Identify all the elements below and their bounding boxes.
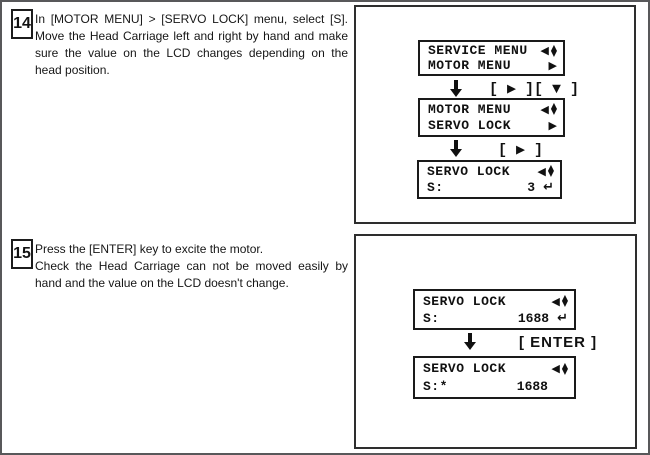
updown-arrow-icon: ▲ ▼: [561, 360, 568, 376]
lcd-text: SERVO LOCK: [423, 361, 507, 377]
down-arrow-icon: [450, 80, 462, 97]
down-arrow-icon: ▼: [550, 48, 557, 58]
lcd-text: SERVO LOCK: [423, 293, 507, 309]
lcd-screen-motor-menu: MOTOR MENU ◀ ▲ ▼ SERVO LOCK ▶: [418, 98, 565, 137]
lcd-row: SERVO LOCK ◀ ▲ ▼: [423, 293, 568, 309]
updown-arrow-icon: ▲ ▼: [550, 42, 557, 58]
lcd-row: S: 3 ↵: [427, 180, 554, 196]
right-arrow-icon: ▶: [548, 59, 557, 72]
lcd-text: SERVO LOCK: [428, 118, 512, 134]
up-arrow-icon: ▲: [550, 101, 557, 111]
lcd-screen-servo-lock-value: SERVO LOCK ◀ ▲ ▼ S: 3 ↵: [417, 160, 562, 199]
lcd-value: 1688: [516, 378, 548, 394]
lcd-value-label: S:: [423, 310, 440, 326]
key-hint-right-down: [ ▶ ][ ▼ ]: [489, 81, 580, 98]
step-15-figure-panel: [354, 234, 637, 449]
down-arrow-icon: [450, 140, 462, 157]
step-15-instructions: Press the [ENTER] key to excite the moto…: [35, 241, 348, 292]
left-updown-arrows-icon: ◀ ▲ ▼: [551, 360, 568, 376]
lcd-row: MOTOR MENU ◀ ▲ ▼: [428, 101, 557, 117]
step-14-number: 14: [11, 9, 33, 39]
down-arrow-icon: ▼: [561, 366, 568, 376]
left-updown-arrows-icon: ◀ ▲ ▼: [537, 163, 554, 179]
down-arrow-icon: [464, 333, 476, 350]
step-15-number: 15: [11, 239, 33, 269]
lcd-screen-service-menu: SERVICE MENU ◀ ▲ ▼ MOTOR MENU ▶: [418, 40, 565, 76]
lcd-screen-servo-lock-1688: SERVO LOCK ◀ ▲ ▼ S: 1688 ↵: [413, 289, 576, 330]
text-line: In [MOTOR MENU] > [SERVO LOCK] menu, sel…: [35, 12, 348, 26]
left-arrow-icon: ◀: [540, 102, 549, 116]
down-arrow-icon: ▼: [547, 169, 554, 179]
updown-arrow-icon: ▲ ▼: [561, 293, 568, 308]
right-arrow-icon: ▶: [548, 119, 557, 133]
text-line: sure the value on the LCD changes depend…: [35, 46, 348, 60]
left-arrow-icon: ◀: [540, 44, 549, 57]
left-updown-arrows-icon: ◀ ▲ ▼: [551, 293, 568, 308]
updown-arrow-icon: ▲ ▼: [550, 101, 557, 117]
down-arrow-icon: ▼: [550, 107, 557, 117]
text-line: head position.: [35, 63, 110, 77]
lcd-row: SERVICE MENU ◀ ▲ ▼: [428, 43, 557, 58]
left-arrow-icon: ◀: [551, 362, 560, 376]
left-arrow-icon: ◀: [537, 164, 546, 178]
lcd-text: MOTOR MENU: [428, 101, 512, 117]
lcd-row: SERVO LOCK ◀ ▲ ▼: [423, 361, 568, 377]
key-hint-right: [ ▶ ]: [498, 142, 544, 159]
lcd-text: SERVICE MENU: [428, 43, 528, 58]
enter-key-icon: ↵: [557, 310, 568, 326]
lcd-row: S: 1688 ↵: [423, 310, 568, 326]
lcd-row: SERVO LOCK ◀ ▲ ▼: [427, 163, 554, 179]
text-line: Press the [ENTER] key to excite the moto…: [35, 242, 264, 256]
updown-arrow-icon: ▲ ▼: [547, 163, 554, 179]
lcd-value-label: S:: [427, 180, 444, 196]
down-arrow-icon: ▼: [561, 299, 568, 308]
lcd-row: SERVO LOCK ▶: [428, 118, 557, 134]
lcd-row: MOTOR MENU ▶: [428, 58, 557, 73]
up-arrow-icon: ▲: [550, 42, 557, 52]
left-updown-arrows-icon: ◀ ▲ ▼: [540, 42, 557, 58]
lcd-value: 3: [527, 180, 536, 196]
left-updown-arrows-icon: ◀ ▲ ▼: [540, 101, 557, 117]
lcd-text: MOTOR MENU: [428, 58, 512, 73]
step-14-instructions: In [MOTOR MENU] > [SERVO LOCK] menu, sel…: [35, 11, 348, 79]
text-line: hand and the value on the LCD doesn't ch…: [35, 276, 289, 290]
lcd-value-label: S:*: [423, 378, 448, 394]
key-hint-enter: [ ENTER ]: [519, 334, 598, 351]
text-line: Move the Head Carriage left and right by…: [35, 29, 348, 43]
lcd-screen-servo-lock-excited: SERVO LOCK ◀ ▲ ▼ S:* 1688: [413, 356, 576, 399]
enter-key-icon: ↵: [543, 180, 554, 196]
lcd-value: 1688: [517, 310, 550, 326]
up-arrow-icon: ▲: [547, 163, 554, 173]
up-arrow-icon: ▲: [561, 293, 568, 302]
lcd-row: S:* 1688: [423, 378, 568, 394]
text-line: Check the Head Carriage can not be moved…: [35, 259, 348, 273]
left-arrow-icon: ◀: [551, 294, 560, 308]
up-arrow-icon: ▲: [561, 360, 568, 370]
lcd-text: SERVO LOCK: [427, 163, 511, 179]
